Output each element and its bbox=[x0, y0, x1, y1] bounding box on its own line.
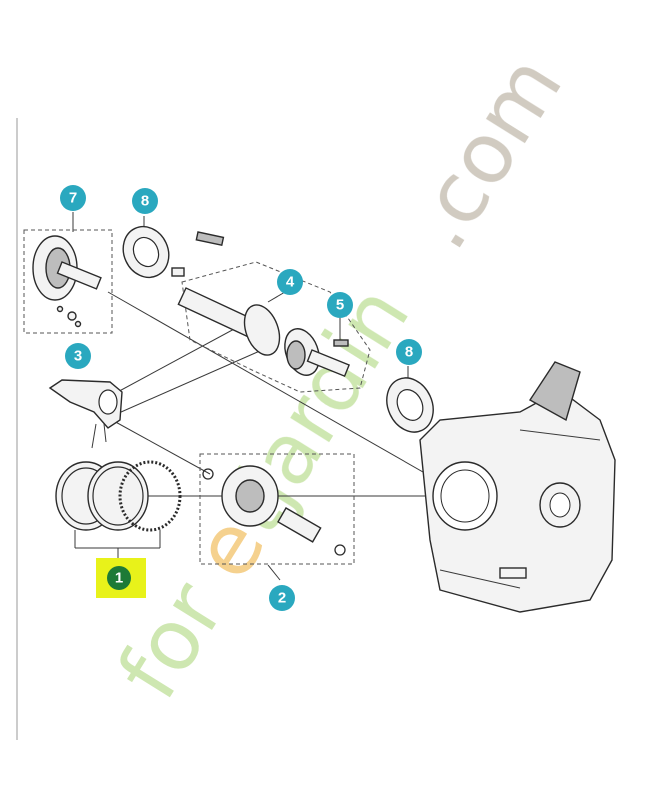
woodruff-key bbox=[333, 339, 349, 347]
leader-lines bbox=[70, 212, 466, 581]
camshaft-gear-assembly bbox=[23, 229, 113, 334]
piston-assembly bbox=[199, 453, 355, 565]
callout-8-top: 8 bbox=[132, 188, 158, 214]
crankshaft-assembly bbox=[177, 261, 371, 393]
svg-text:.com: .com bbox=[389, 39, 581, 266]
connecting-rod bbox=[48, 379, 123, 449]
callout-8-bottom: 8 bbox=[396, 339, 422, 365]
svg-text:8: 8 bbox=[141, 193, 149, 210]
callout-4: 4 bbox=[277, 269, 303, 295]
bearing-top bbox=[122, 225, 170, 279]
svg-text:8: 8 bbox=[405, 344, 413, 361]
svg-text:4: 4 bbox=[286, 274, 295, 291]
svg-text:1: 1 bbox=[115, 570, 123, 587]
piston-rings bbox=[55, 460, 182, 532]
svg-text:3: 3 bbox=[74, 348, 82, 365]
callout-7: 7 bbox=[60, 185, 86, 211]
callout-5: 5 bbox=[327, 292, 353, 318]
engine-block bbox=[419, 361, 616, 613]
svg-text:7: 7 bbox=[69, 190, 77, 207]
callout-1: 1 bbox=[96, 558, 146, 598]
svg-text:2: 2 bbox=[278, 590, 286, 607]
watermark: for e tjardin .com bbox=[99, 39, 581, 716]
callout-3: 3 bbox=[65, 343, 91, 369]
bearing-bottom bbox=[386, 377, 434, 433]
svg-text:5: 5 bbox=[336, 297, 344, 314]
key-part bbox=[171, 231, 225, 277]
callout-2: 2 bbox=[269, 585, 295, 611]
